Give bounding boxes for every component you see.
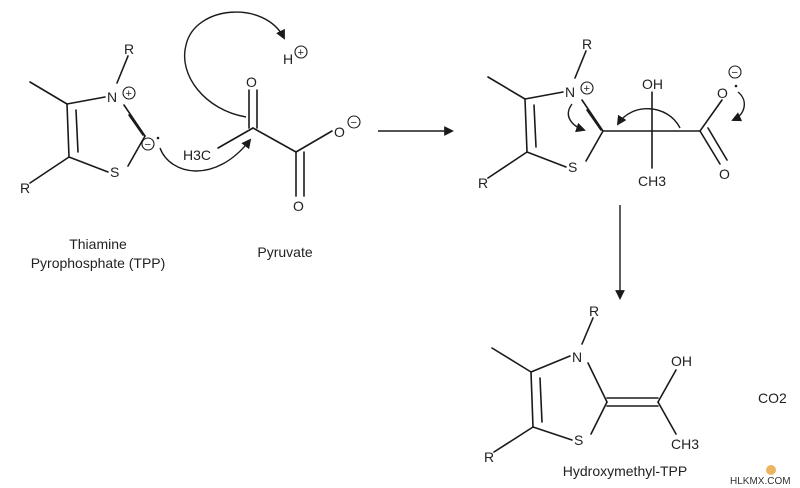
int-r-top: R: [582, 36, 592, 52]
watermark-text: HLKMX.COM: [730, 476, 791, 487]
int-n: N: [565, 84, 575, 100]
pyr-o-minus: −: [351, 117, 357, 129]
tpp-caption-line1: Thiamine: [69, 236, 127, 252]
int-carbonyl-o: O: [719, 166, 730, 182]
tpp-caption-line2: Pyrophosphate (TPP): [31, 255, 166, 271]
int-carboxyl-o-bond: [699, 99, 723, 132]
int-c5-s-bond: [526, 151, 567, 168]
tpp-methyl-bond: [29, 81, 68, 105]
prod-ch3: CH3: [671, 436, 699, 452]
tpp-r-top: R: [124, 41, 134, 57]
tpp-s-c2-bond: [127, 135, 146, 167]
pyr-methyl-bond: [217, 127, 254, 149]
prod-n-r-bond: [581, 317, 594, 345]
int-bond-shift-arrow-icon: [616, 108, 681, 129]
pyruvate-molecule: O H3C O O −: [183, 74, 361, 214]
proton-plus: +: [298, 47, 304, 59]
tpp-c4-c5-bond: [66, 103, 70, 158]
int-o-minus: −: [732, 67, 738, 79]
pyr-c-c-bond: [252, 127, 297, 153]
int-r-bottom: R: [478, 175, 488, 191]
tpp-n-c2-bond: [123, 104, 146, 137]
tpp-c5-r-bond: [29, 156, 70, 184]
int-carboxyl-co-bond: [699, 130, 721, 165]
watermark-sun-icon: [766, 465, 776, 475]
int-s: S: [568, 159, 577, 175]
tpp-c4-c5-double: [75, 109, 79, 153]
prod-c4-c5-double: [539, 377, 543, 423]
int-n-charge-icon: [580, 81, 594, 95]
pyr-ketone-o: O: [246, 74, 257, 90]
tpp-s: S: [110, 164, 119, 180]
pyr-carboxylate-o: O: [334, 124, 345, 140]
product-molecule: R N S R OH CH3: [484, 303, 699, 465]
int-decarboxyl-arrow-icon: [731, 91, 745, 122]
attack-curved-arrow-icon: [159, 138, 252, 172]
pyr-h3c: H3C: [183, 147, 211, 163]
proton-charge-icon: [294, 45, 308, 59]
prod-n: N: [572, 349, 582, 365]
prod-c4-n-bond: [530, 355, 571, 373]
prod-s: S: [574, 432, 583, 448]
prod-c-oh-bond: [657, 369, 677, 403]
int-carboxyl-co-double: [707, 127, 728, 161]
prod-r-top: R: [589, 303, 599, 319]
int-n-c2-double: [586, 109, 602, 131]
prod-c-ch3-bond: [657, 401, 677, 435]
int-ring-arrow-icon: [567, 103, 586, 133]
int-n-plus: +: [584, 83, 590, 95]
tpp-n-c2-double: [128, 114, 144, 136]
proton-h: H: [283, 51, 293, 67]
prod-methyl-bond: [491, 347, 532, 373]
int-n-r-bond: [574, 50, 587, 79]
pyr-carboxyl-o-bond: [295, 130, 333, 153]
tpp-n: N: [107, 89, 117, 105]
int-lone-pair-dot-icon: [734, 84, 738, 88]
product-caption: Hydroxymethyl-TPP: [563, 463, 687, 479]
int-methyl-bond: [487, 76, 526, 100]
prod-c5-s-bond: [532, 426, 573, 441]
tpp-molecule: R N + S R −: [20, 41, 160, 196]
tpp-n-r-bond: [116, 55, 129, 84]
pyr-carboxyl-o: O: [293, 198, 304, 214]
co2-label: CO2: [758, 390, 787, 406]
intermediate-molecule: R N + S R OH CH3 O − O: [478, 36, 742, 191]
int-ch3: CH3: [638, 173, 666, 189]
int-s-c2-bond: [585, 130, 604, 162]
int-c4-n-bond: [524, 91, 564, 100]
tpp-r-bottom: R: [20, 180, 30, 196]
prod-c4-c5-bond: [530, 371, 534, 428]
prod-oh: OH: [671, 353, 692, 369]
int-carboxylate-o: O: [717, 85, 728, 101]
tpp-c2-charge-icon: [141, 137, 155, 151]
int-oh: OH: [642, 76, 663, 92]
tpp-n-charge-icon: [122, 86, 136, 100]
int-o-charge-icon: [728, 65, 742, 79]
prod-s-c2-bond: [590, 401, 608, 435]
tpp-c5-s-bond: [68, 156, 109, 173]
prod-c5-r-bond: [493, 426, 534, 453]
prod-n-c2-bond: [587, 362, 608, 403]
proton-loop-arrow-icon: [183, 11, 285, 118]
tpp-c2-minus: −: [145, 139, 151, 151]
watermark: HLKMX.COM: [730, 465, 791, 487]
lone-pair-dot-icon: [156, 136, 160, 140]
prod-r-bottom: R: [484, 449, 494, 465]
int-c5-r-bond: [487, 151, 528, 179]
tpp-n-plus: +: [126, 88, 132, 100]
int-c4-c5-double: [533, 104, 537, 148]
int-c4-c5-bond: [524, 98, 528, 153]
int-n-c2-bond: [581, 99, 604, 132]
pyruvate-caption: Pyruvate: [257, 244, 312, 260]
pyr-o-charge-icon: [347, 115, 361, 129]
tpp-c4-n-bond: [66, 96, 106, 105]
